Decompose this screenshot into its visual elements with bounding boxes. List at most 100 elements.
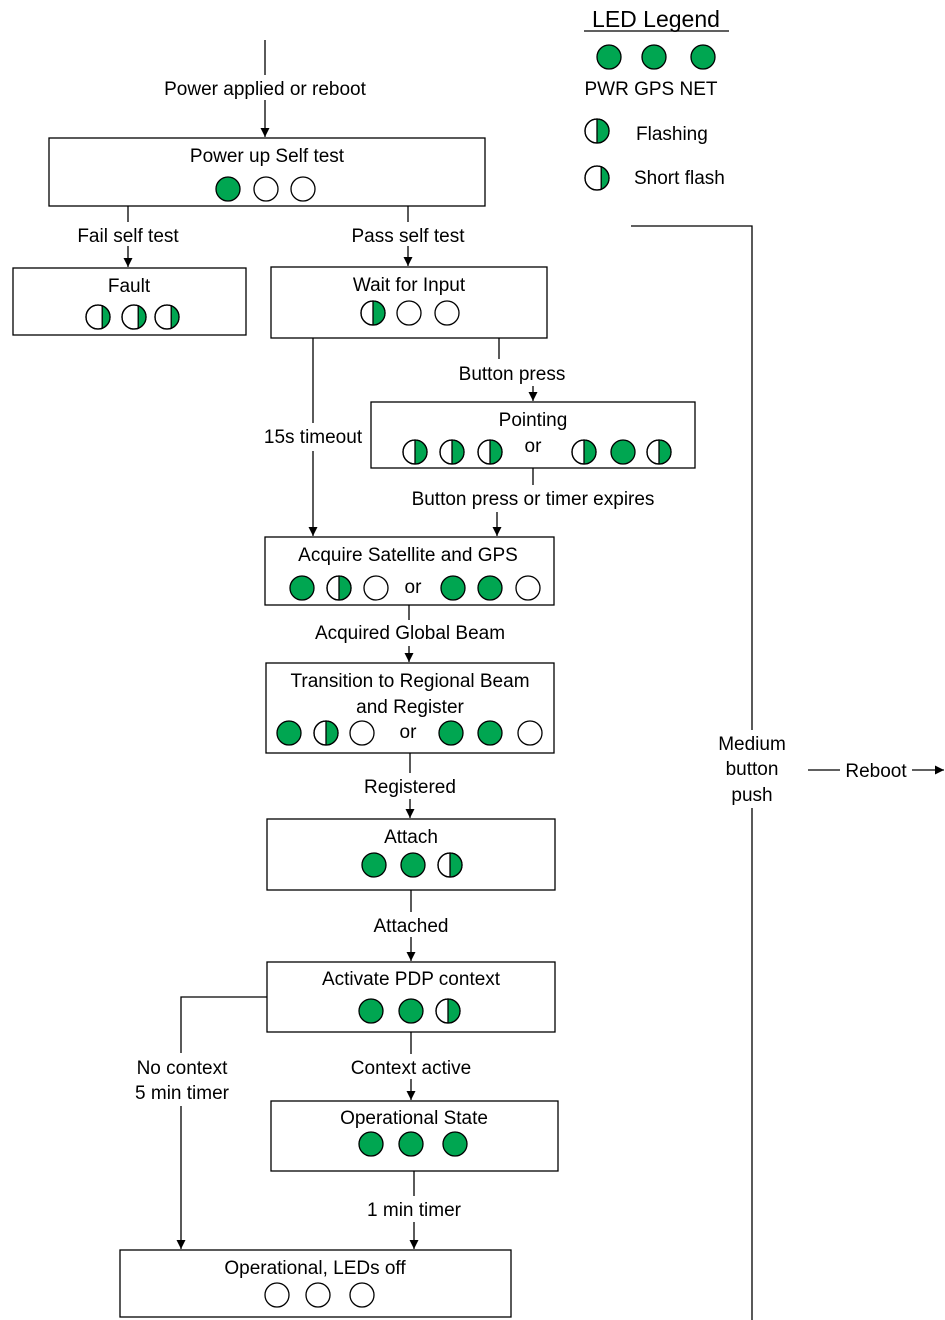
state-title: Transition to Regional Beam <box>290 671 529 692</box>
label-5-min-timer: 5 min timer <box>135 1083 230 1104</box>
led-on-icon <box>398 1131 424 1157</box>
label-button: button <box>726 759 779 780</box>
led-flash-icon <box>326 575 352 601</box>
transition-labels: Power applied or reboot Fail self test P… <box>77 79 907 1221</box>
led-off-icon <box>517 720 543 746</box>
led-off-icon <box>515 575 541 601</box>
led-on-icon <box>358 1131 384 1157</box>
led-off-icon <box>363 575 389 601</box>
label-fail-self-test: Fail self test <box>77 226 179 247</box>
led-off-icon <box>434 300 460 326</box>
state-operational: Operational State <box>270 1100 559 1172</box>
state-title: Activate PDP context <box>322 969 501 990</box>
label-registered: Registered <box>364 777 456 798</box>
state-wait-for-input: Wait for Input <box>270 266 548 339</box>
led-on-icon <box>215 176 241 202</box>
led-row <box>264 1282 375 1308</box>
no-context-line-top <box>180 996 267 1053</box>
state-box <box>265 662 555 754</box>
label-pass-self-test: Pass self test <box>352 226 466 247</box>
state-leds-off: Operational, LEDs off <box>119 1249 512 1318</box>
led-row-option-a <box>276 720 375 746</box>
led-flash-icon <box>435 998 461 1024</box>
led-short-icon <box>154 304 180 330</box>
led-on-icon <box>361 852 387 878</box>
label-button-press: Button press <box>459 364 566 385</box>
led-on-icon <box>690 44 716 70</box>
legend-flashing-label: Flashing <box>636 124 708 145</box>
legend-short-flash-icon <box>584 165 610 191</box>
label-reboot: Reboot <box>845 761 907 782</box>
led-row-option-b <box>438 720 543 746</box>
or-label: or <box>400 722 418 743</box>
led-on-icon <box>358 998 384 1024</box>
label-push: push <box>731 785 772 806</box>
state-title-line2: and Register <box>356 697 464 718</box>
led-row <box>361 852 463 878</box>
state-title: Power up Self test <box>190 146 345 167</box>
led-row <box>358 1131 468 1157</box>
legend-flashing-icon <box>584 118 610 144</box>
label-15s-timeout: 15s timeout <box>264 427 363 448</box>
led-row-option-b <box>571 439 672 465</box>
state-fault: Fault <box>12 267 247 336</box>
led-flash-icon <box>571 439 597 465</box>
led-row <box>215 176 316 202</box>
led-off-icon <box>349 1282 375 1308</box>
led-on-icon <box>596 44 622 70</box>
led-on-icon <box>289 575 315 601</box>
legend-leds-label: PWR GPS NET <box>584 79 717 100</box>
led-on-icon <box>438 720 464 746</box>
led-flash-icon <box>360 300 386 326</box>
label-attached: Attached <box>374 916 449 937</box>
label-power-applied: Power applied or reboot <box>164 79 366 100</box>
led-flash-icon <box>402 439 428 465</box>
label-medium: Medium <box>718 734 786 755</box>
state-title: Acquire Satellite and GPS <box>298 545 518 566</box>
state-power-up: Power up Self test <box>48 137 486 207</box>
led-on-icon <box>477 720 503 746</box>
state-title: Operational, LEDs off <box>224 1258 406 1279</box>
led-flash-icon <box>584 118 610 144</box>
led-on-icon <box>477 575 503 601</box>
state-title: Fault <box>108 276 151 297</box>
legend-short-flash-label: Short flash <box>634 168 725 189</box>
led-row <box>85 304 180 330</box>
led-row-option-a <box>289 575 389 601</box>
state-title: Wait for Input <box>353 275 466 296</box>
connectors <box>123 40 944 1320</box>
led-on-icon <box>641 44 667 70</box>
led-flash-icon <box>437 852 463 878</box>
or-label: or <box>405 577 423 598</box>
state-box <box>270 266 548 339</box>
led-on-icon <box>440 575 466 601</box>
led-off-icon <box>305 1282 331 1308</box>
led-row-option-a <box>402 439 503 465</box>
label-context-active: Context active <box>351 1058 471 1079</box>
label-button-or-timer: Button press or timer expires <box>412 489 655 510</box>
label-1-min-timer: 1 min timer <box>367 1200 462 1221</box>
led-flash-icon <box>439 439 465 465</box>
led-on-icon <box>276 720 302 746</box>
led-short-icon <box>85 304 111 330</box>
medium-push-line-top <box>631 225 753 730</box>
or-label: or <box>525 436 543 457</box>
led-off-icon <box>349 720 375 746</box>
state-pointing: Pointing or <box>370 401 696 469</box>
state-title: Attach <box>384 827 438 848</box>
label-no-context: No context <box>137 1058 229 1079</box>
state-activate-pdp: Activate PDP context <box>266 961 556 1033</box>
led-on-icon <box>400 852 426 878</box>
label-acquired-global-beam: Acquired Global Beam <box>315 623 505 644</box>
led-on-icon <box>398 998 424 1024</box>
led-on-icon <box>442 1131 468 1157</box>
state-title: Pointing <box>499 410 568 431</box>
led-flash-icon <box>646 439 672 465</box>
led-flash-icon <box>313 720 339 746</box>
led-off-icon <box>290 176 316 202</box>
led-short-icon <box>584 165 610 191</box>
led-row <box>360 300 460 326</box>
led-short-icon <box>121 304 147 330</box>
state-transition-regional: Transition to Regional Beam and Register… <box>265 662 555 754</box>
